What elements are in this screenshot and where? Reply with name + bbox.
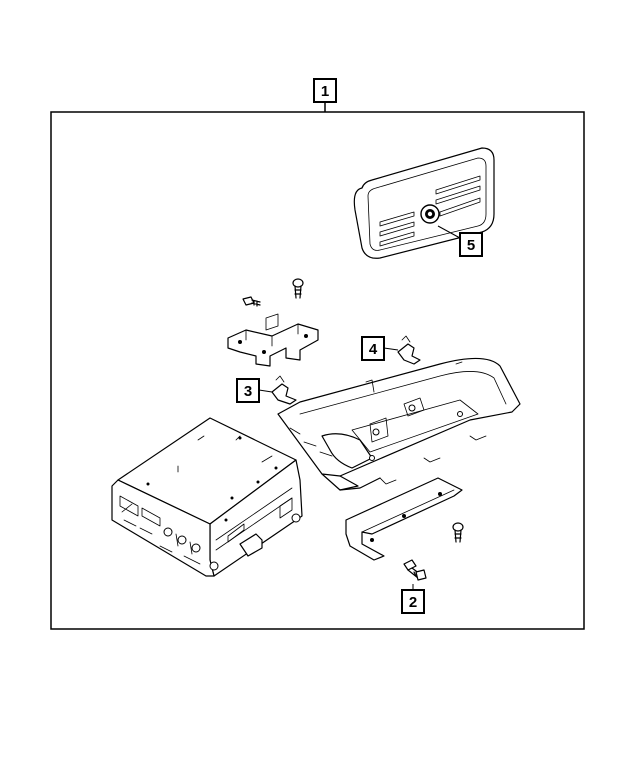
callout-4: 4 xyxy=(361,336,385,361)
screw-2 xyxy=(403,559,427,581)
svg-text:5: 5 xyxy=(467,237,475,254)
svg-text:1: 1 xyxy=(321,83,329,100)
callout-2: 2 xyxy=(401,589,425,614)
callout-5: 5 xyxy=(459,232,483,257)
svg-text:3: 3 xyxy=(244,383,252,400)
retaining-clip-3 xyxy=(271,375,297,405)
screw-upper-right xyxy=(292,278,304,299)
callout-3-leader xyxy=(258,389,273,393)
callout-3: 3 xyxy=(236,378,260,403)
radio-receiver-module xyxy=(111,417,303,577)
callout-4-leader xyxy=(383,347,399,351)
control-panel-faceplate xyxy=(353,147,495,259)
callout-5-leader xyxy=(437,225,461,239)
callout-1: 1 xyxy=(313,78,337,103)
faceplate-knob xyxy=(420,204,440,224)
trim-bezel xyxy=(277,357,521,491)
retaining-clip-4 xyxy=(397,335,421,365)
mounting-bracket-lower xyxy=(345,477,463,561)
screw-lower-right xyxy=(452,522,464,543)
assembly-frame xyxy=(50,111,585,630)
svg-text:2: 2 xyxy=(409,594,417,611)
mounting-bracket-upper xyxy=(227,313,319,367)
faceplate-buttons xyxy=(379,175,481,247)
screw-upper-left xyxy=(242,296,261,307)
svg-text:4: 4 xyxy=(369,341,378,358)
